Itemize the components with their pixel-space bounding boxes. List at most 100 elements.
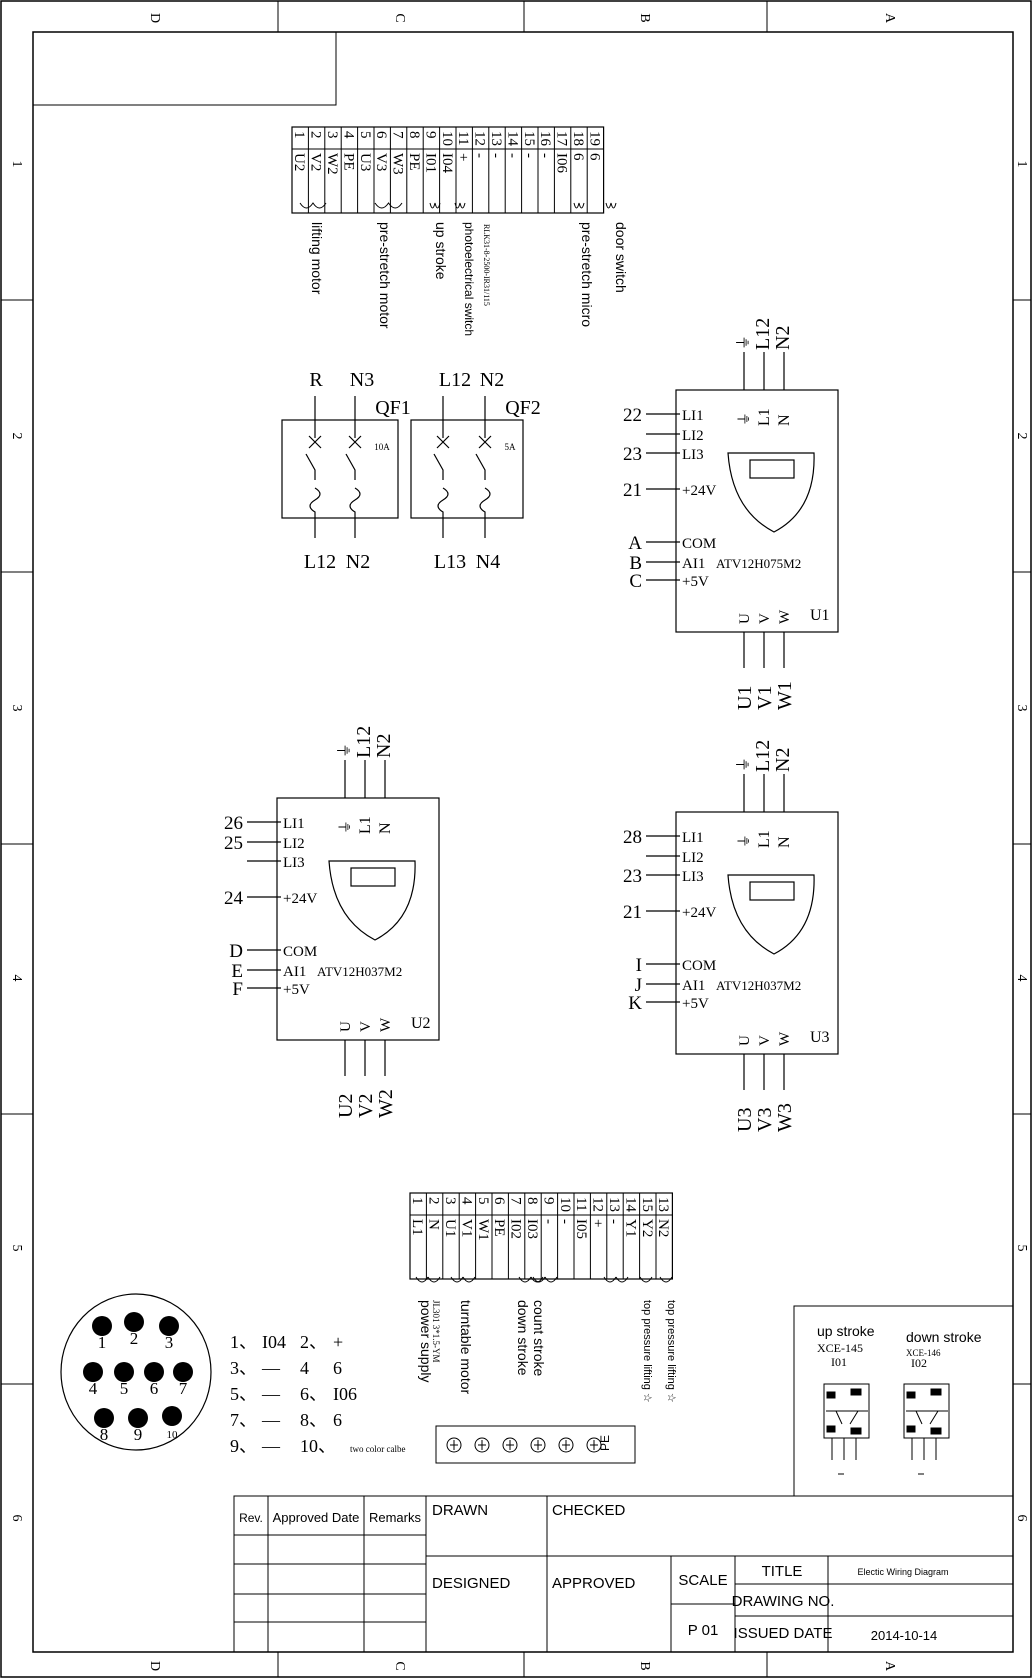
u3-li1-label: LI1 (682, 830, 704, 846)
u3-supply-n2: N2 (772, 748, 794, 772)
bottom-terminal-number: 4 (458, 1197, 474, 1205)
up-stroke-switch-symbol (823, 1383, 870, 1475)
connector-outline (60, 1293, 212, 1451)
connector-pin-6 (144, 1362, 164, 1382)
u2-in_li1: 26 (224, 813, 243, 834)
top-terminal-signal: PE (340, 153, 356, 171)
u3-output-u: U3 (734, 1108, 756, 1132)
top-terminal-bracket (299, 202, 327, 209)
ground-pe-label: PE (598, 1435, 612, 1451)
u2-in_com: D (229, 941, 243, 962)
tb-title-label: TITLE (762, 1563, 803, 1580)
u3-l1: L1 (756, 830, 773, 848)
top-terminal-signal: - (504, 153, 520, 158)
top-terminal-signal: V3 (373, 153, 389, 171)
u2-l1: L1 (357, 816, 374, 834)
u3-n: N (776, 836, 793, 848)
border-num-right-4: 4 (1014, 975, 1029, 982)
legend-index: 4 (300, 1358, 309, 1378)
u3-u-label: U (737, 1035, 753, 1046)
top-terminal-strip: 1U22V23W24PE5U36V37W38PE9I0110I0411+12-1… (291, 126, 617, 214)
u2-name: U2 (411, 1015, 431, 1032)
u2-output-v: V2 (355, 1094, 377, 1118)
u3-in_li1: 28 (623, 827, 642, 848)
tb-approved-date: Approved Date (273, 1510, 360, 1525)
u2-com-label: COM (283, 944, 317, 960)
tb-rev: Rev. (239, 1511, 263, 1525)
up-stroke-model: XCE-145 (817, 1341, 863, 1355)
top-terminal-number: 5 (357, 131, 373, 139)
border-num-left-2: 2 (9, 433, 24, 440)
bottom-terminal-signal: N2 (655, 1219, 671, 1237)
u1-li1-label: LI1 (682, 408, 704, 424)
connector-pin-9 (128, 1408, 148, 1428)
u2-output-w: W2 (375, 1089, 397, 1118)
u1-ground-glyph: ⏚ (737, 412, 753, 426)
border-letter-bottom-b: B (637, 1661, 652, 1670)
u3-output-v: V3 (754, 1108, 776, 1132)
bottom-terminal-number: 9 (540, 1197, 556, 1205)
border-letter-bottom-d: D (147, 1661, 162, 1671)
u3-com-label: COM (682, 958, 716, 974)
bottom-terminal-number: 13 (606, 1197, 622, 1212)
connector-pin-label: 1 (98, 1333, 107, 1352)
tb-title-value: Electic Wiring Diagram (857, 1567, 948, 1577)
label-photo-model: RLK31-8-2500-IR31/115 (482, 224, 491, 306)
top-terminal-number: 10 (439, 131, 455, 146)
tb-remarks: Remarks (369, 1510, 422, 1525)
connector-pin-label: 6 (150, 1379, 159, 1398)
border-num-left-1: 1 (9, 161, 24, 168)
top-terminal-signal: W2 (324, 153, 340, 175)
connector-pin-2 (124, 1312, 144, 1332)
top-terminal-number: 17 (554, 131, 570, 147)
top-terminal-bracket (429, 202, 441, 209)
label-power-supply: power supply (418, 1300, 434, 1383)
top-terminal-signal: 6 (586, 153, 602, 161)
legend-value: two color calbe (350, 1444, 405, 1454)
tb-page: P 01 (688, 1622, 719, 1639)
qf1-input-right: N3 (350, 369, 374, 391)
legend-index: 6、 (300, 1384, 327, 1404)
u1-n: N (776, 414, 793, 426)
label-prestretch-micro: pre-stretch micro (579, 222, 595, 327)
u3-w-label: W (777, 1031, 793, 1046)
bottom-terminal-signal: W1 (475, 1219, 491, 1241)
top-terminal-number: 12 (472, 131, 488, 146)
u1-u-label: U (737, 613, 753, 624)
u2-ai1-label: AI1 (283, 964, 306, 980)
border-num-right-3: 3 (1014, 705, 1029, 712)
top-terminal-signal: 6 (570, 153, 586, 161)
u1-output-u: U1 (734, 686, 756, 710)
u1-ai1-label: AI1 (682, 556, 705, 572)
u1-model: ATV12H075M2 (716, 556, 801, 571)
legend-value: — (261, 1358, 281, 1378)
top-terminal-signal: - (521, 153, 537, 158)
legend-index: 1、 (230, 1332, 257, 1352)
ground-symbol-icon (530, 1437, 546, 1453)
u3-in_5v: K (628, 993, 642, 1014)
top-terminal-signal: I04 (439, 153, 455, 173)
ground-symbols (446, 1437, 602, 1453)
top-terminal-number: 16 (537, 131, 553, 147)
qf2-label: QF2 (505, 397, 541, 419)
u1-in_24v: 21 (623, 480, 642, 501)
u2-model: ATV12H037M2 (317, 964, 402, 979)
tb-drawn: DRAWN (432, 1502, 488, 1519)
down-stroke-title: down stroke (906, 1329, 982, 1345)
u2-supply-l12: L12 (353, 726, 375, 758)
bottom-terminal-signal: V1 (458, 1219, 474, 1237)
u3-model: ATV12H037M2 (716, 978, 801, 993)
u1-supply-ground-glyph: ⏚ (735, 335, 752, 350)
u3-supply-l12: L12 (752, 740, 774, 772)
connector-pin-label: 7 (179, 1379, 188, 1398)
bottom-terminal-signal: Y2 (639, 1219, 655, 1237)
u2-in_24v: 24 (224, 888, 244, 909)
u2-li1-label: LI1 (283, 816, 305, 832)
border-letter-top-c: C (392, 13, 407, 22)
border-num-left-6: 6 (9, 1515, 24, 1522)
bottom-terminal-number: 8 (524, 1197, 540, 1205)
top-terminal-number: 9 (422, 131, 438, 139)
qf2-input-left: L12 (439, 369, 471, 391)
bottom-terminal-number: 3 (442, 1197, 458, 1205)
